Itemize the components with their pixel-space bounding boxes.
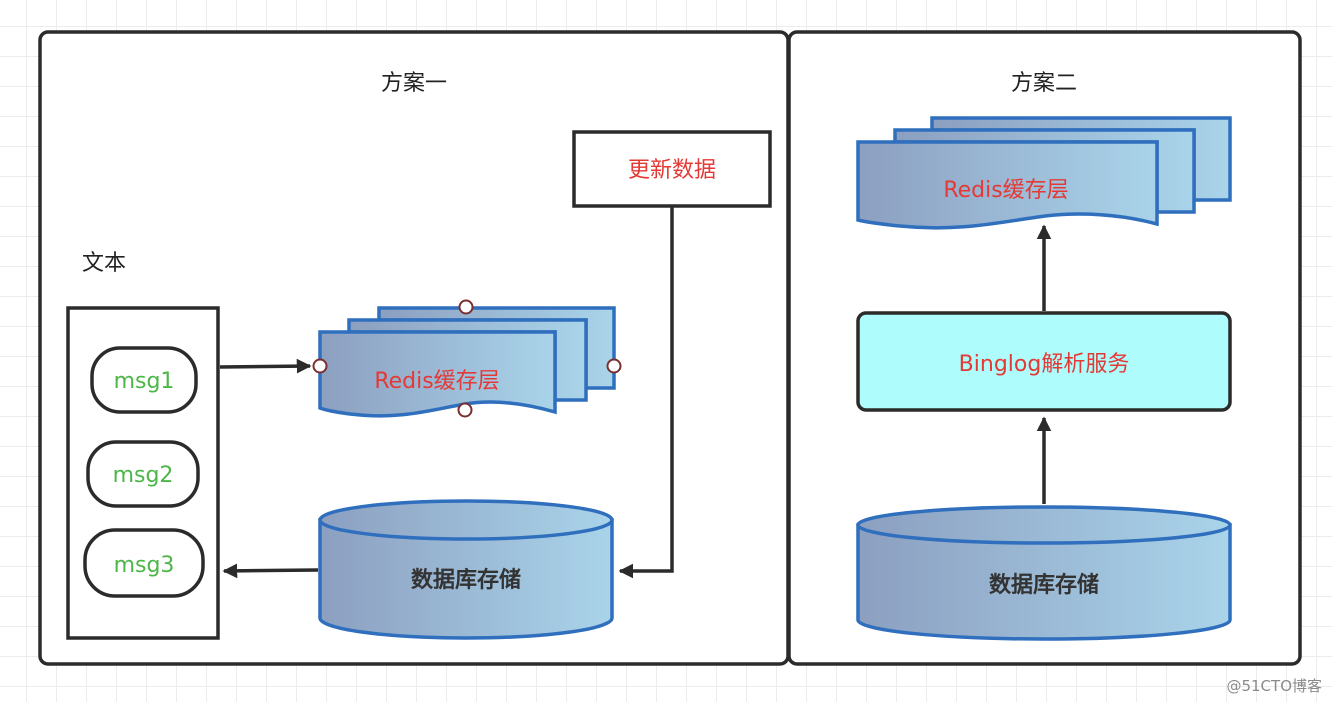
redis-cache-node-left[interactable]: Redis缓存层 <box>312 299 622 418</box>
connection-handle-top[interactable] <box>458 299 474 315</box>
message-label: msg3 <box>114 553 175 578</box>
connection-handle-left[interactable] <box>312 358 328 374</box>
database-label: 数据库存储 <box>989 572 1099 598</box>
database-node-left[interactable]: 数据库存储 <box>318 499 614 640</box>
edge-messages-to-redis <box>219 358 312 374</box>
edge-database-to-messages <box>222 563 319 579</box>
database-node-right[interactable]: 数据库存储 <box>856 505 1232 641</box>
text-group-label: 文本 <box>82 251 126 276</box>
redis-cache-node-right[interactable]: Redis缓存层 <box>856 116 1232 230</box>
message-item-msg1[interactable]: msg1 <box>90 346 198 414</box>
edge-update-to-database <box>618 207 674 579</box>
message-label: msg1 <box>114 369 175 394</box>
connection-handle-bottom[interactable] <box>457 402 473 418</box>
binlog-parser-label: Binglog解析服务 <box>959 352 1130 377</box>
panel-title-scheme-one: 方案一 <box>381 71 447 96</box>
message-label: msg2 <box>113 463 174 488</box>
binlog-parser-node[interactable]: Binglog解析服务 <box>856 311 1232 412</box>
database-label: 数据库存储 <box>411 567 521 593</box>
watermark: @51CTO博客 <box>1226 677 1322 695</box>
update-data-label: 更新数据 <box>628 158 716 183</box>
update-data-node[interactable]: 更新数据 <box>572 130 772 208</box>
connection-handle-right[interactable] <box>606 358 622 374</box>
redis-cache-label: Redis缓存层 <box>943 178 1068 203</box>
message-item-msg2[interactable]: msg2 <box>86 440 200 508</box>
message-item-msg3[interactable]: msg3 <box>83 528 205 598</box>
redis-cache-label: Redis缓存层 <box>374 369 499 394</box>
panel-title-scheme-two: 方案二 <box>1011 71 1077 96</box>
